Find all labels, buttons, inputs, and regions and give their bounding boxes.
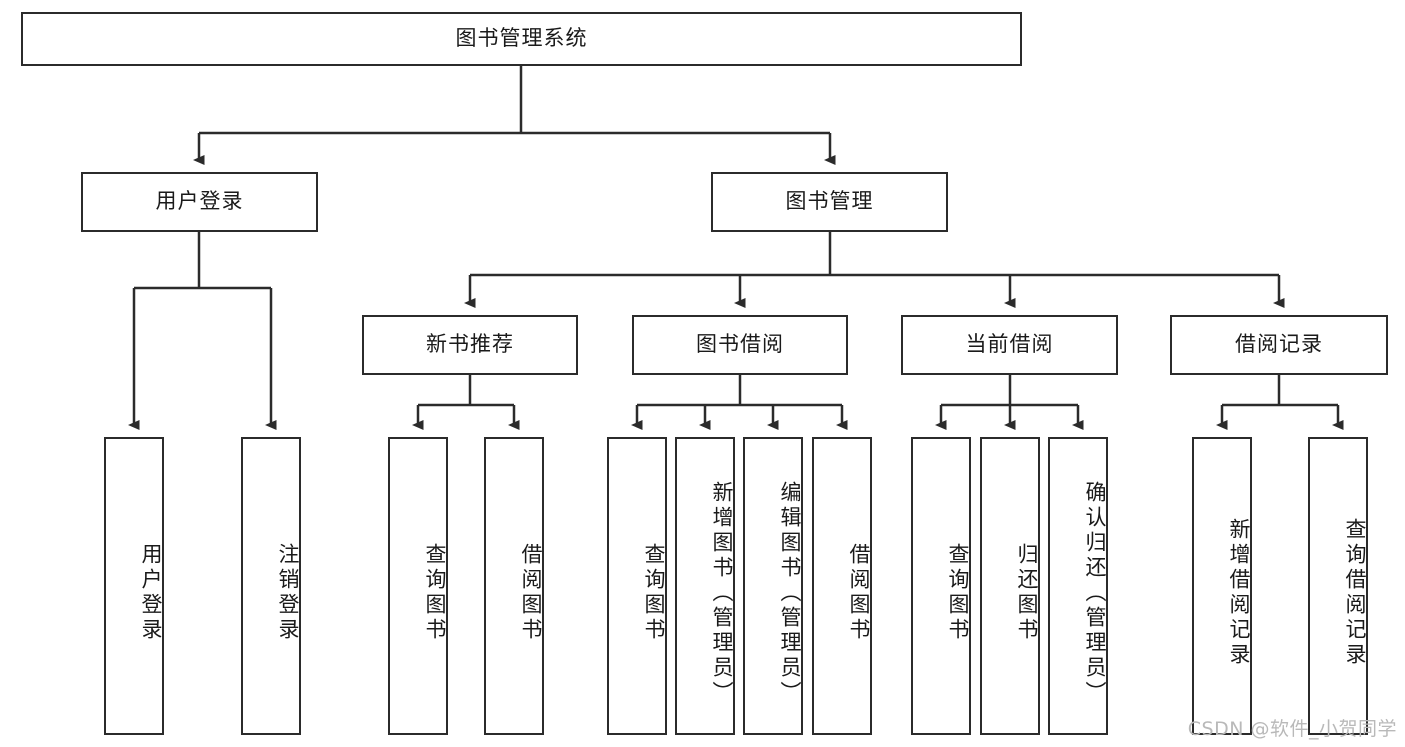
node-label: 当前借阅 xyxy=(965,332,1054,357)
node-leaf-edit-book[interactable]: 编辑图书（管理员） xyxy=(743,437,803,735)
node-label: 查询图书 xyxy=(642,543,666,643)
node-new-book-recommend[interactable]: 新书推荐 xyxy=(362,315,578,375)
node-leaf-user-login[interactable]: 用户登录 xyxy=(104,437,164,735)
node-label: 用户登录 xyxy=(155,189,244,214)
node-label: 查询图书 xyxy=(423,543,447,643)
node-leaf-query-book-2[interactable]: 查询图书 xyxy=(607,437,667,735)
node-leaf-borrow-book-1[interactable]: 借阅图书 xyxy=(484,437,544,735)
node-label: 查询图书 xyxy=(946,543,970,643)
node-borrow-record[interactable]: 借阅记录 xyxy=(1170,315,1388,375)
node-leaf-query-book-3[interactable]: 查询图书 xyxy=(911,437,971,735)
node-leaf-logout[interactable]: 注销登录 xyxy=(241,437,301,735)
node-label: 图书管理 xyxy=(785,189,874,214)
node-label: 借阅图书 xyxy=(847,543,871,643)
node-leaf-borrow-book-2[interactable]: 借阅图书 xyxy=(812,437,872,735)
node-label: 确认归还（管理员） xyxy=(1083,480,1107,706)
node-label: 图书借阅 xyxy=(696,332,784,357)
watermark-text: CSDN @软件_小贺同学 xyxy=(1187,718,1397,740)
node-leaf-query-record[interactable]: 查询借阅记录 xyxy=(1308,437,1368,735)
node-root-system[interactable]: 图书管理系统 xyxy=(21,12,1022,66)
node-book-borrow[interactable]: 图书借阅 xyxy=(632,315,848,375)
node-label: 编辑图书（管理员） xyxy=(778,480,802,706)
node-book-management[interactable]: 图书管理 xyxy=(711,172,948,232)
node-label: 注销登录 xyxy=(276,543,300,643)
node-label: 借阅记录 xyxy=(1235,332,1323,357)
node-current-borrow[interactable]: 当前借阅 xyxy=(901,315,1118,375)
node-leaf-confirm-return[interactable]: 确认归还（管理员） xyxy=(1048,437,1108,735)
node-label: 图书管理系统 xyxy=(455,26,588,51)
node-label: 查询借阅记录 xyxy=(1343,518,1367,668)
node-leaf-query-book-1[interactable]: 查询图书 xyxy=(388,437,448,735)
node-leaf-return-book[interactable]: 归还图书 xyxy=(980,437,1040,735)
node-label: 新增图书（管理员） xyxy=(710,480,734,706)
node-user-login[interactable]: 用户登录 xyxy=(81,172,318,232)
node-label: 用户登录 xyxy=(139,543,163,643)
node-leaf-add-record[interactable]: 新增借阅记录 xyxy=(1192,437,1252,735)
node-label: 借阅图书 xyxy=(519,543,543,643)
node-label: 新书推荐 xyxy=(426,332,514,357)
node-label: 新增借阅记录 xyxy=(1227,518,1251,668)
node-leaf-add-book[interactable]: 新增图书（管理员） xyxy=(675,437,735,735)
node-label: 归还图书 xyxy=(1015,543,1039,643)
